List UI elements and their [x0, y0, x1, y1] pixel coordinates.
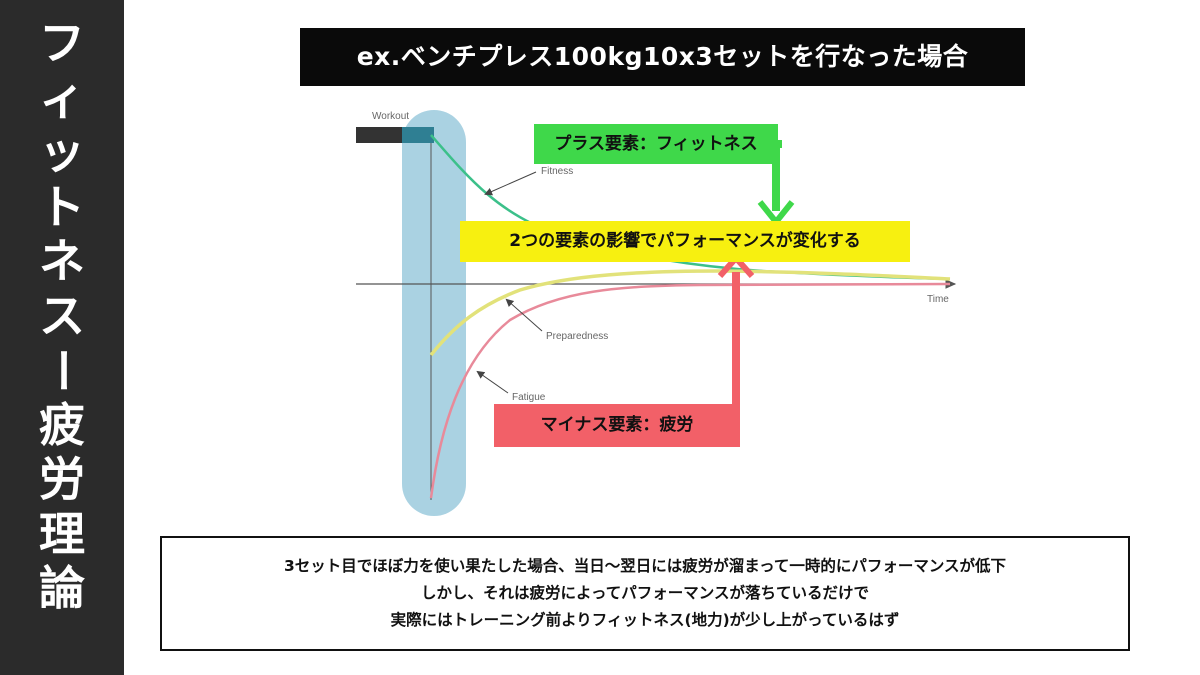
sidebar-title-char: 疲: [39, 397, 85, 452]
preparedness-curve: [429, 269, 951, 357]
fitness-pointer: [484, 171, 537, 196]
fatigue-curve: [429, 282, 951, 499]
sidebar-title-char: ス: [39, 288, 85, 343]
explanation-line: しかし、それは疲労によってパフォーマンスが落ちているだけで: [421, 584, 869, 602]
sidebar-title-char: 論: [39, 561, 85, 615]
workout-bar-overlap: [402, 127, 434, 143]
preparedness-pointer: [505, 298, 543, 332]
preparedness-label: Preparedness: [546, 331, 608, 342]
fitness-label: Fitness: [541, 166, 573, 177]
sidebar-title: フ ィ ッ ト ネ ス ー 疲 労 理 論: [0, 16, 124, 616]
performance-callout: 2つの要素の影響でパフォーマンスが変化する: [460, 221, 910, 262]
fatigue-callout: マイナス要素：疲労: [494, 404, 740, 447]
sidebar-title-char: ネ: [39, 234, 85, 288]
workout-label: Workout: [372, 111, 409, 122]
time-axis-label: Time: [927, 294, 949, 305]
explanation-line: 3セット目でほぼ力を使い果たした場合、当日〜翌日には疲労が溜まって一時的にパフォ…: [283, 557, 1007, 575]
fatigue-label: Fatigue: [512, 392, 546, 403]
sidebar-title-char: ト: [39, 179, 85, 234]
workout-band: [402, 110, 466, 516]
sidebar-title-char: ッ: [39, 125, 85, 179]
explanation-line: 実際にはトレーニング前よりフィットネス(地力)が少し上がっているはず: [390, 611, 900, 629]
sidebar-title-char: ィ: [39, 70, 85, 125]
sidebar-title-char: 理: [39, 506, 85, 561]
sidebar-title-char: 労: [39, 452, 85, 506]
headline-banner: ex.ベンチプレス100kg10x3セットを行なった場合: [300, 28, 1025, 86]
fatigue-pointer: [476, 370, 509, 394]
sidebar: フ ィ ッ ト ネ ス ー 疲 労 理 論: [0, 0, 124, 675]
fitness-callout: プラス要素：フィットネス: [534, 124, 778, 164]
explanation-box: 3セット目でほぼ力を使い果たした場合、当日〜翌日には疲労が溜まって一時的にパフォ…: [160, 536, 1130, 651]
sidebar-title-char: フ: [39, 16, 85, 70]
